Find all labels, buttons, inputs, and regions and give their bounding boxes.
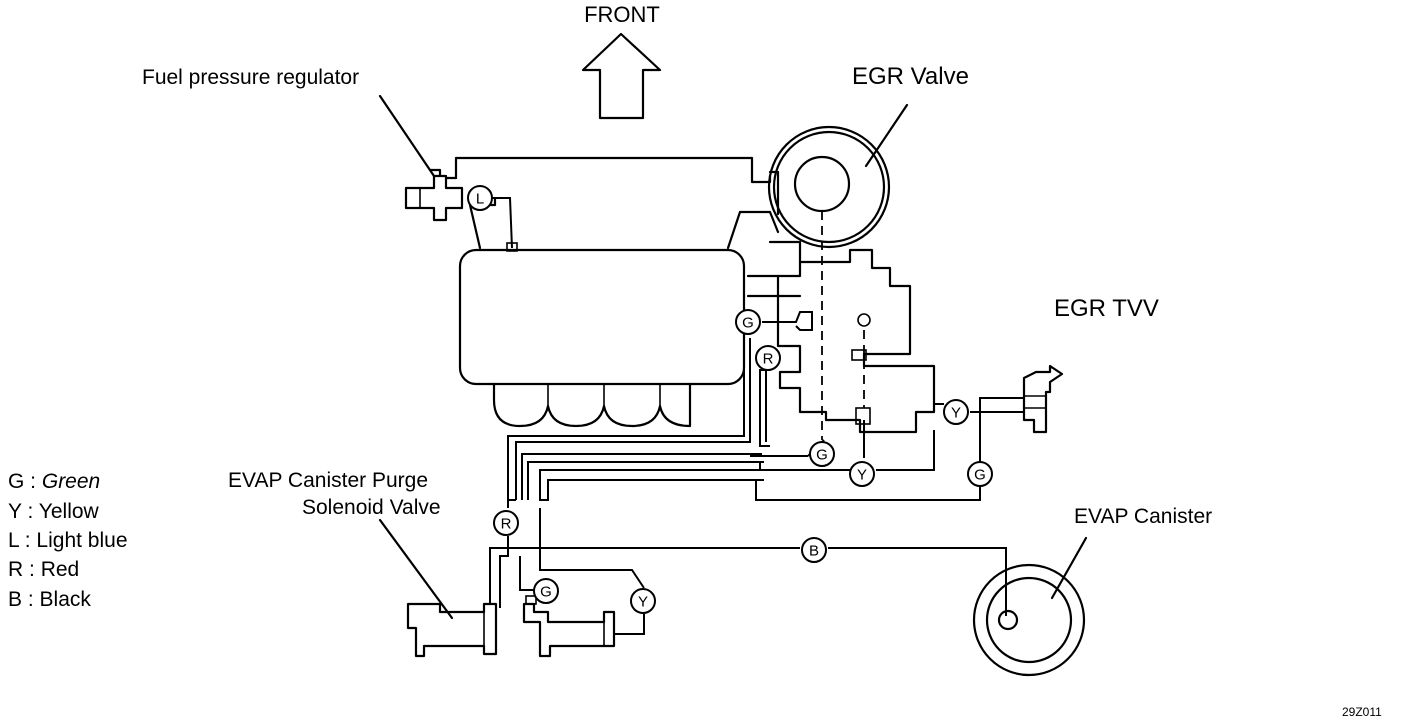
legend-item: B : Black: [8, 588, 91, 611]
egr-valve: [767, 103, 909, 249]
evap-purge-label-line1: EVAP Canister Purge: [228, 469, 428, 492]
figure-code: 29Z011: [1342, 705, 1382, 719]
evap-canister: [972, 536, 1088, 677]
hose-tag-l: L: [467, 185, 493, 211]
svg-text:G: G: [974, 467, 986, 484]
svg-text:Y: Y: [857, 467, 867, 484]
hose-tag-y-lower: Y: [630, 588, 656, 614]
svg-text:G: G: [816, 447, 828, 464]
front-label: FRONT: [584, 2, 660, 27]
hose-tag-g-tvv: G: [967, 461, 993, 487]
svg-text:Y: Y: [951, 405, 961, 422]
hose-tag-g-upper: G: [735, 309, 761, 335]
egr-tvv-label: EGR TVV: [1054, 295, 1159, 322]
svg-text:R: R: [501, 516, 512, 533]
evap-purge-label-line2: Solenoid Valve: [302, 496, 441, 519]
engine-block: [458, 248, 746, 428]
svg-text:L: L: [476, 191, 484, 208]
legend-item: G : Green: [8, 470, 100, 493]
svg-text:G: G: [540, 584, 552, 601]
color-legend: G : Green Y : Yellow L : Light blue R : …: [8, 470, 128, 611]
egr-valve-label: EGR Valve: [852, 63, 969, 90]
hose-tag-b: B: [801, 537, 827, 563]
front-arrow: [581, 32, 662, 120]
fuel-pressure-regulator: [378, 94, 464, 222]
legend-item: L : Light blue: [8, 529, 128, 552]
fuel-pressure-regulator-label: Fuel pressure regulator: [142, 66, 359, 89]
hose-tag-y-egr: Y: [849, 461, 875, 487]
svg-text:G: G: [742, 315, 754, 332]
evap-purge-solenoid-valve-2: [522, 595, 616, 658]
egr-tvv: [934, 364, 1064, 462]
hose-tag-g-egr: G: [809, 441, 835, 467]
legend-item: R : Red: [8, 558, 79, 581]
evap-canister-label: EVAP Canister: [1074, 505, 1212, 528]
svg-text:Y: Y: [638, 594, 648, 611]
legend-item: Y : Yellow: [8, 500, 100, 523]
hose-tag-r-upper: R: [755, 345, 781, 371]
svg-text:R: R: [763, 351, 774, 368]
hose-tag-r-lower: R: [493, 510, 519, 536]
egr-mount: [746, 211, 936, 440]
hose-tag-y-tvv: Y: [943, 399, 969, 425]
hose-tag-g-lower: G: [533, 578, 559, 604]
evap-purge-solenoid-valve: [378, 518, 498, 658]
svg-text:B: B: [809, 543, 819, 560]
